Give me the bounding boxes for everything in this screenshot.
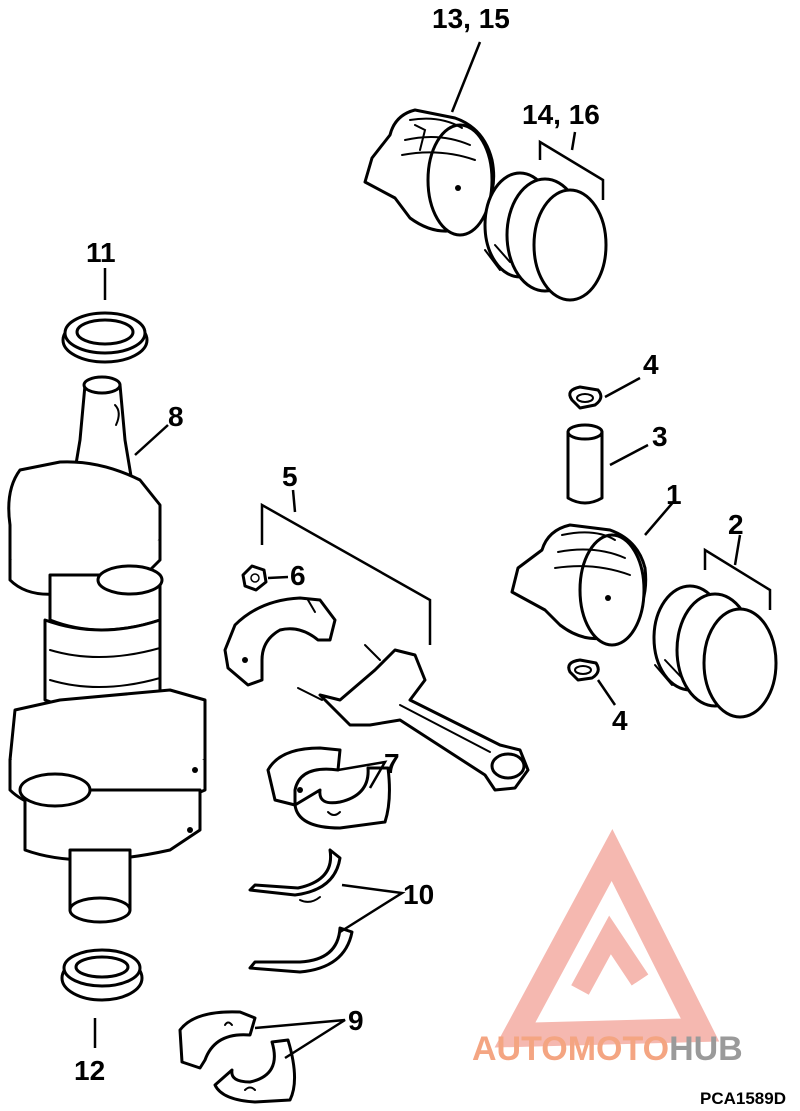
label-2: 2 xyxy=(728,509,744,540)
label-10: 10 xyxy=(403,879,434,910)
piston-1 xyxy=(510,523,648,647)
watermark-automoto: AUTOMOTO xyxy=(472,1030,669,1068)
bearing-9 xyxy=(178,1010,296,1104)
label-4-bottom: 4 xyxy=(612,705,628,736)
label-11: 11 xyxy=(86,237,116,268)
thrust-washer-10-upper xyxy=(248,848,342,903)
piston-pin-3 xyxy=(566,423,604,505)
label-3: 3 xyxy=(652,421,668,452)
piston-13-15 xyxy=(363,108,496,237)
thrust-washer-10-lower xyxy=(248,926,354,974)
label-7: 7 xyxy=(384,748,400,779)
svg-text:AUTOMOTOHUB: AUTOMOTOHUB xyxy=(472,1030,743,1068)
ring-set-2 xyxy=(652,584,778,719)
label-13-15: 13, 15 xyxy=(432,3,510,34)
watermark-logo xyxy=(494,829,720,1048)
rod-cap-5 xyxy=(223,596,337,687)
seal-12 xyxy=(60,948,144,1002)
connecting-rod-5 xyxy=(297,644,530,792)
retainer-clip-4-top xyxy=(568,385,603,410)
ring-set-14-16 xyxy=(483,171,608,302)
label-9: 9 xyxy=(348,1005,364,1036)
label-6: 6 xyxy=(290,560,306,591)
drawing-code: PCA1589D xyxy=(700,1089,786,1108)
watermark-text: AUTOMOTOHUB xyxy=(472,1030,743,1068)
label-12: 12 xyxy=(74,1055,105,1086)
watermark-hub: HUB xyxy=(669,1030,743,1068)
bearing-7 xyxy=(266,746,391,830)
label-4-top: 4 xyxy=(643,349,659,380)
nut-6 xyxy=(241,564,268,592)
label-8: 8 xyxy=(168,401,184,432)
retainer-clip-4-bottom xyxy=(567,658,600,682)
label-5: 5 xyxy=(282,461,298,492)
seal-11 xyxy=(61,311,149,364)
label-14-16: 14, 16 xyxy=(522,99,600,130)
leader-lines xyxy=(93,41,772,1060)
crankshaft-8 xyxy=(7,375,207,924)
part-labels: 13, 15 14, 16 11 8 4 3 5 1 2 6 4 7 10 9 … xyxy=(74,3,744,1086)
label-1: 1 xyxy=(666,479,682,510)
